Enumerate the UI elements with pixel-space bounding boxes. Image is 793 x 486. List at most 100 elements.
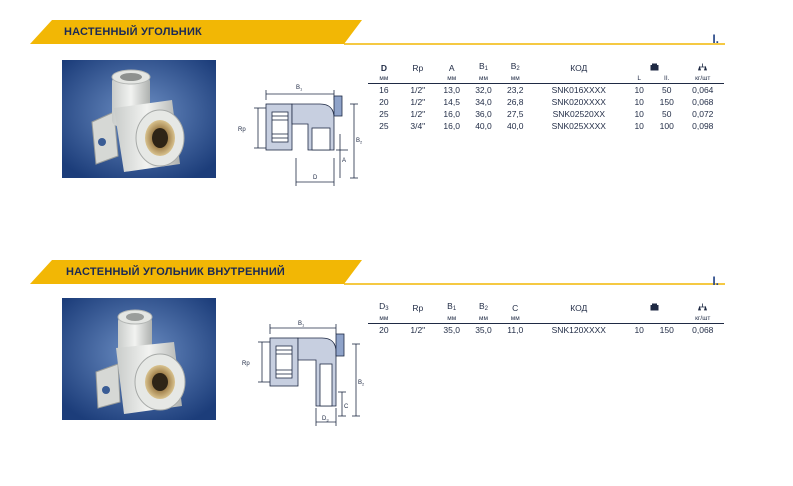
weight-icon bbox=[682, 61, 724, 74]
weight-icon bbox=[682, 301, 724, 314]
cell: 1/2" bbox=[410, 97, 426, 107]
col-c: C bbox=[512, 302, 519, 313]
cell: 13,0 bbox=[443, 85, 460, 95]
unit-c: мм bbox=[499, 314, 532, 324]
unit-rp bbox=[399, 74, 436, 84]
section-title: НАСТЕННЫЙ УГОЛЬНИК ВНУТРЕННИЙ bbox=[66, 266, 286, 278]
cell: 32,0 bbox=[475, 85, 492, 95]
section-wall-elbow: НАСТЕННЫЙ УГОЛЬНИК I. bbox=[0, 18, 793, 218]
product-photo bbox=[62, 298, 216, 420]
section-banner: НАСТЕННЫЙ УГОЛЬНИК bbox=[0, 18, 793, 48]
cell: 11,0 bbox=[507, 325, 524, 335]
dim-b2-label: B2 bbox=[358, 380, 365, 387]
table-header: D Rp A B1 B2 КОД bbox=[368, 61, 724, 74]
unit-l bbox=[626, 314, 652, 324]
cell: 50 bbox=[662, 85, 672, 95]
cell: SNK025XXXX bbox=[551, 121, 606, 131]
cell: 150 bbox=[659, 325, 674, 335]
dim-a-label: A bbox=[342, 158, 346, 164]
banner-yellow bbox=[30, 260, 362, 284]
cell: 1/2" bbox=[410, 325, 426, 335]
unit-rp bbox=[399, 314, 436, 324]
cell: 16,0 bbox=[443, 121, 460, 131]
unit-a: мм bbox=[435, 74, 468, 84]
cell: SNK016XXXX bbox=[551, 85, 606, 95]
cell: 150 bbox=[659, 97, 674, 107]
cell: 0,098 bbox=[692, 121, 714, 131]
section-mark: I. bbox=[712, 32, 719, 46]
cell: 0,072 bbox=[692, 109, 714, 119]
unit-d: мм bbox=[368, 74, 400, 84]
cell: 25 bbox=[379, 109, 389, 119]
cell: 36,0 bbox=[475, 109, 492, 119]
cell: 0,068 bbox=[692, 325, 714, 335]
table-row: 25 3/4" 16,0 40,0 40,0 SNK025XXXX 10 100… bbox=[368, 120, 724, 132]
cell: 10 bbox=[634, 97, 644, 107]
cell: 40,0 bbox=[506, 121, 524, 131]
cell: 16 bbox=[379, 85, 389, 95]
table-row: 20 1/2" 35,0 35,0 11,0 SNK120XXXX 10 150… bbox=[368, 324, 724, 337]
col-b2: B2 bbox=[510, 61, 520, 72]
section-mark: I. bbox=[712, 274, 719, 288]
dim-rp-label: Rp bbox=[242, 361, 250, 367]
cell: 100 bbox=[659, 121, 674, 131]
cell: 0,064 bbox=[692, 85, 714, 95]
cell: 0,068 bbox=[692, 97, 714, 107]
dim-d-label: D bbox=[313, 175, 318, 181]
dim-c-label: C bbox=[344, 404, 349, 410]
dim-rp-label: Rp bbox=[238, 127, 246, 133]
banner-yellow bbox=[30, 20, 362, 44]
unit-b2: мм bbox=[499, 74, 532, 84]
unit-d3: мм bbox=[368, 314, 400, 324]
cell: 26,8 bbox=[506, 97, 524, 107]
unit-b1: мм bbox=[467, 74, 500, 84]
col-b2: B2 bbox=[478, 301, 488, 312]
col-a: A bbox=[448, 62, 455, 73]
cell: SNK020XXXX bbox=[551, 97, 606, 107]
cell: 23,2 bbox=[506, 85, 524, 95]
banner-shape bbox=[30, 20, 725, 45]
unit-b2: мм bbox=[467, 314, 500, 324]
technical-drawing: B1 Rp A B2 D bbox=[238, 85, 363, 186]
package-icon bbox=[626, 61, 681, 74]
cell: 40,0 bbox=[475, 121, 492, 131]
cell: 50 bbox=[662, 109, 672, 119]
cell: 10 bbox=[634, 325, 644, 335]
section-title: НАСТЕННЫЙ УГОЛЬНИК bbox=[64, 26, 202, 38]
cell: 20 bbox=[379, 325, 389, 335]
col-b1: B1 bbox=[478, 61, 488, 72]
unit-weight: кг/шт bbox=[681, 314, 724, 324]
cell: 10 bbox=[634, 109, 644, 119]
unit-ii bbox=[651, 314, 682, 324]
unit-weight: кг/шт bbox=[681, 74, 724, 84]
table-header: D3 Rp B1 B2 C КОД bbox=[368, 301, 724, 314]
unit-code bbox=[531, 74, 627, 84]
dim-b2-label: B2 bbox=[356, 138, 363, 145]
section-banner: НАСТЕННЫЙ УГОЛЬНИК ВНУТРЕННИЙ bbox=[0, 258, 793, 288]
cell: 10 bbox=[634, 121, 644, 131]
dim-d3-label: D3 bbox=[322, 416, 329, 423]
cell: 35,0 bbox=[475, 325, 492, 335]
technical-drawing: B1 Rp C B2 D3 bbox=[242, 321, 365, 426]
col-d3: D3 bbox=[379, 301, 389, 312]
spec-table: D Rp A B1 B2 КОД мм мм мм мм L II. кг/шт… bbox=[368, 61, 724, 132]
cell: 35,0 bbox=[443, 325, 460, 335]
table-row: 20 1/2" 14,5 34,0 26,8 SNK020XXXX 10 150… bbox=[368, 96, 724, 108]
package-icon bbox=[626, 301, 681, 314]
cell: 20 bbox=[379, 97, 389, 107]
dim-b1-label: B1 bbox=[298, 321, 305, 328]
table-row: 16 1/2" 13,0 32,0 23,2 SNK016XXXX 10 50 … bbox=[368, 84, 724, 97]
cell: 16,0 bbox=[443, 109, 460, 119]
cell: 10 bbox=[634, 85, 644, 95]
table-row: 25 1/2" 16,0 36,0 27,5 SNK02520XX 10 50 … bbox=[368, 108, 724, 120]
col-b1: B1 bbox=[447, 301, 457, 312]
cell: 3/4" bbox=[410, 121, 426, 131]
col-rp: Rp bbox=[412, 302, 424, 313]
col-rp: Rp bbox=[412, 62, 424, 73]
cell: 14,5 bbox=[443, 97, 460, 107]
unit-l: L bbox=[626, 74, 652, 84]
banner-shape bbox=[30, 260, 725, 285]
col-code: КОД bbox=[570, 62, 588, 73]
cell: 1/2" bbox=[410, 85, 426, 95]
unit-ii: II. bbox=[651, 74, 682, 84]
